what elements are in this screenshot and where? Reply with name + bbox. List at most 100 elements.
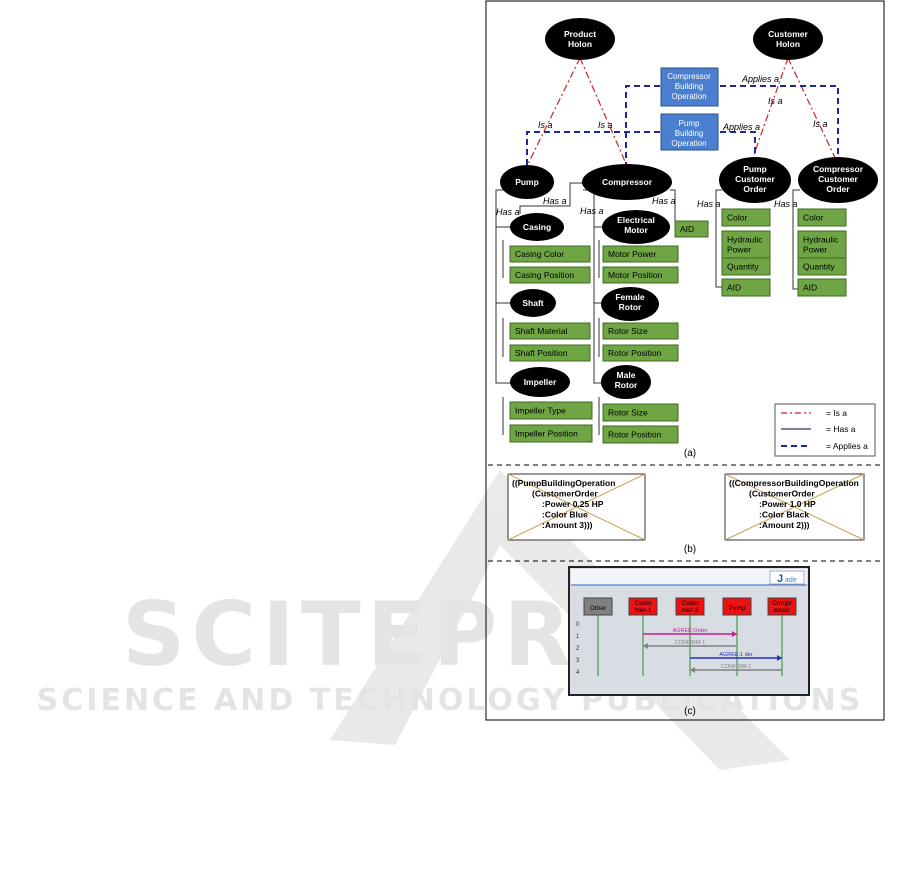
shaft-position-box: Shaft Position bbox=[509, 344, 591, 362]
message-line: :Color Black bbox=[759, 510, 809, 520]
sniffer-window bbox=[568, 566, 810, 696]
jade-logo-icon[interactable]: J ade bbox=[769, 570, 805, 585]
legend: = Is a = Has a = Applies a bbox=[774, 403, 876, 457]
svg-text:J: J bbox=[777, 573, 783, 585]
pump-order-quantity-box-label: Quantity bbox=[727, 262, 759, 272]
agent-box-0[interactable]: Other bbox=[583, 597, 613, 676]
row-number: 1 bbox=[576, 634, 580, 640]
message-line: :Power 1.0 HP bbox=[759, 499, 816, 509]
has-a-label: Has a bbox=[543, 196, 567, 206]
applies-a-label: Applies a bbox=[722, 122, 760, 132]
casing-position-box: Casing Position bbox=[509, 266, 591, 284]
pump-class: Pump bbox=[500, 165, 554, 199]
message-line: ((CompressorBuildingOperation bbox=[729, 478, 859, 488]
casing-label: Casing bbox=[523, 222, 551, 232]
casing-color-box-label: Casing Color bbox=[515, 249, 564, 259]
female-rotor-position-box: Rotor Position bbox=[602, 344, 679, 362]
impeller-type-box-label: Impeller Type bbox=[515, 406, 566, 416]
message-line: (CustomerOrder bbox=[532, 489, 598, 499]
message-line: :Color Blue bbox=[542, 510, 588, 520]
legend-is-a: = Is a bbox=[826, 408, 847, 418]
impeller-position-box-label: Impeller Position bbox=[515, 429, 578, 439]
comp-order-color-box: Color bbox=[797, 208, 847, 227]
has-a-label: Has a bbox=[580, 206, 604, 216]
comp-order-aid-box: AID bbox=[797, 278, 847, 297]
is-a-label: Is a bbox=[598, 120, 613, 130]
impeller-position-box: Impeller Position bbox=[509, 424, 593, 443]
applies-a-edges bbox=[526, 85, 839, 167]
male-rotor-size-box-label: Rotor Size bbox=[608, 408, 648, 418]
shaft-position-box-label: Shaft Position bbox=[515, 348, 568, 358]
svg-text:ade: ade bbox=[785, 577, 797, 584]
sequence-message[interactable]: AGREE:Order bbox=[643, 628, 737, 637]
casing-position-box-label: Casing Position bbox=[515, 270, 574, 280]
has-a-label: Has a bbox=[652, 196, 676, 206]
applies-a-label: Applies a bbox=[741, 74, 779, 84]
compressor-aid-box: AID bbox=[674, 220, 709, 238]
male-rotor-position-box: Rotor Position bbox=[602, 425, 679, 444]
casing-color-box: Casing Color bbox=[509, 245, 591, 263]
agent-label: Pump bbox=[729, 605, 746, 612]
has-a-label: Has a bbox=[774, 199, 798, 209]
sequence-message-label: CONFIRM-1 bbox=[721, 664, 752, 670]
figure-frame bbox=[485, 0, 885, 721]
pump-order-color-box-label: Color bbox=[727, 213, 747, 223]
legend-applies-a: = Applies a bbox=[826, 441, 868, 451]
comp-order-aid-box-label: AID bbox=[803, 283, 817, 293]
message-line: :Amount 2))) bbox=[759, 520, 810, 530]
comp-order-quantity-box: Quantity bbox=[797, 257, 847, 276]
panel-a: Is a Is a Is a Is a Applies a Applies a … bbox=[495, 18, 878, 459]
comp-order-color-box-label: Color bbox=[803, 213, 823, 223]
sequence-message-label: CONFIRM-1 bbox=[675, 640, 706, 646]
impeller-label: Impeller bbox=[524, 377, 557, 387]
comp-order-quantity-box-label: Quantity bbox=[803, 262, 835, 272]
row-number: 4 bbox=[576, 670, 580, 676]
sequence-message-label: AGREE:1 der bbox=[719, 652, 752, 658]
sequence-message[interactable]: CONFIRM-1 bbox=[643, 640, 737, 649]
compressor-class: Compressor bbox=[582, 164, 672, 200]
message-line: (CustomerOrder bbox=[749, 489, 815, 499]
row-number: 3 bbox=[576, 658, 580, 664]
sequence-message[interactable]: CONFIRM-1 bbox=[690, 664, 782, 673]
sequence-message-label: AGREE:Order bbox=[673, 628, 708, 634]
shaft-material-box-label: Shaft Material bbox=[515, 326, 568, 336]
is-a-label: Is a bbox=[768, 96, 783, 106]
message-envelope-1: ((PumpBuildingOperation(CustomerOrder:Po… bbox=[507, 473, 646, 541]
pump-order-color-box: Color bbox=[721, 208, 771, 227]
female-rotor-size-box: Rotor Size bbox=[602, 322, 679, 340]
message-line: :Amount 3))) bbox=[542, 520, 593, 530]
sequence-message[interactable]: AGREE:1 der bbox=[690, 652, 782, 661]
message-envelope-2: ((CompressorBuildingOperation(CustomerOr… bbox=[724, 473, 865, 541]
female-rotor-size-box-label: Rotor Size bbox=[608, 326, 648, 336]
has-a-label: Has a bbox=[496, 207, 520, 217]
caption-c: (c) bbox=[684, 706, 696, 717]
has-a-edges bbox=[495, 182, 800, 435]
agent-box-3[interactable]: Pump bbox=[722, 597, 752, 676]
female-rotor-position-box-label: Rotor Position bbox=[608, 348, 662, 358]
legend-has-a: = Has a bbox=[826, 424, 856, 434]
